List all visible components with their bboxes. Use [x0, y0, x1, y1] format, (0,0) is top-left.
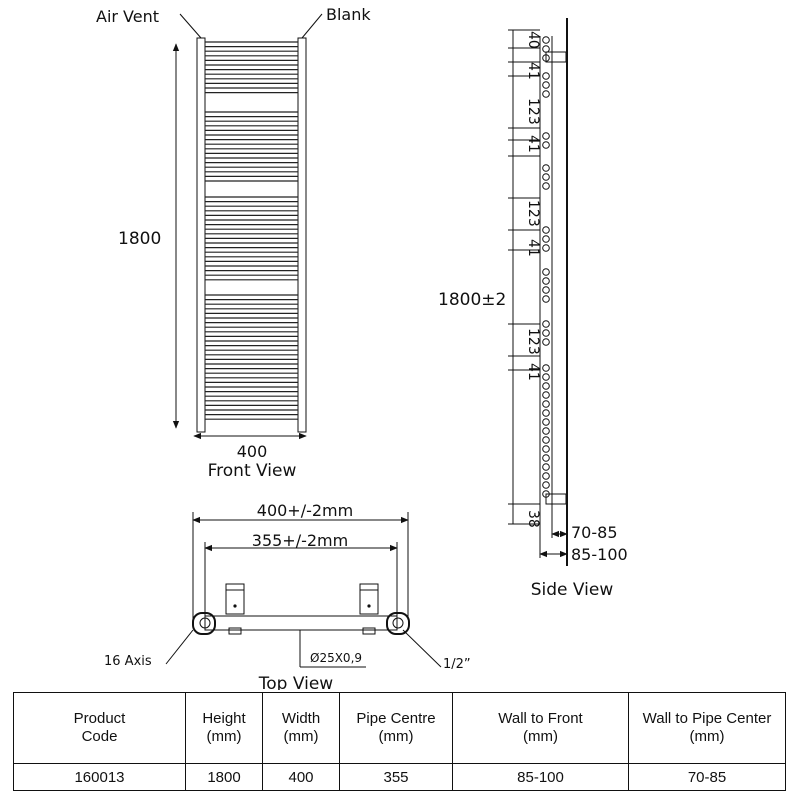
bar-profile-circle	[542, 320, 550, 328]
bar-profile-circle	[542, 277, 550, 285]
axis-leader	[165, 629, 194, 665]
bar-profile-circle	[542, 268, 550, 276]
spacing-label: 41	[525, 62, 541, 80]
bar-profile-circle	[542, 391, 550, 399]
bar-profile-circle	[542, 295, 550, 303]
technical-drawing: Air Vent Blank 1800 400 Front View 40 41…	[96, 5, 628, 690]
bar-profile-circle	[542, 373, 550, 381]
overall-width-label: 400+/-2mm	[257, 501, 353, 520]
bar-profile-circle	[542, 132, 550, 140]
spacing-ticks	[508, 29, 540, 525]
bar-profile-circle	[542, 400, 550, 408]
cell-pipe-centre: 355	[339, 763, 453, 791]
wall-to-front-label: 85-100	[571, 545, 628, 564]
bar-profile-circle	[542, 81, 550, 89]
table-row: 160013 1800 400 355 85-100 70-85	[13, 763, 786, 791]
thread-leader	[402, 629, 442, 668]
spacing-label: 123	[525, 98, 541, 125]
tube-label: Ø25X0,9	[310, 651, 362, 665]
spacing-label: 41	[525, 239, 541, 257]
bar-profile-circle	[542, 445, 550, 453]
bar-profile-circle	[542, 409, 550, 417]
spacing-label: 41	[525, 135, 541, 153]
side-height-label: 1800±2	[438, 290, 506, 310]
top-view: 400+/-2mm 355+/-2mm 16 Axis Ø25X0,9	[104, 501, 471, 690]
bar-profile-circle	[542, 72, 550, 80]
front-view: Air Vent Blank 1800 400 Front View	[96, 5, 371, 481]
axis-label: 16 Axis	[104, 654, 152, 669]
bar-profile-circle	[542, 338, 550, 346]
left-valve	[192, 612, 216, 635]
spacing-label: 38	[525, 510, 541, 528]
header-wall-to-pipe-center: Wall to Pipe Center (mm)	[628, 692, 786, 764]
bar-profile-circle	[542, 226, 550, 234]
bottom-bracket	[545, 493, 567, 505]
top-tube	[204, 615, 398, 631]
blank-leader	[301, 13, 323, 39]
bar-profile-circle	[542, 235, 550, 243]
table-header-row: Product Code Height (mm) Width (mm) Pipe…	[13, 692, 786, 764]
right-valve	[386, 612, 410, 635]
bar-profile-circle	[542, 364, 550, 372]
bar-profile-circle	[542, 90, 550, 98]
side-view-title: Side View	[531, 580, 614, 600]
spacing-label: 123	[525, 200, 541, 227]
thread-label: 1/2”	[443, 657, 471, 672]
bar-profile-circle	[542, 286, 550, 294]
bar-profile-circle	[542, 45, 550, 53]
side-view: 40 41 123 41 123 41 123 41 38 1800±2 70-…	[438, 18, 628, 600]
bar-profile-circle	[542, 454, 550, 462]
header-width: Width (mm)	[262, 692, 340, 764]
cell-height: 1800	[185, 763, 263, 791]
cell-product-code: 160013	[13, 763, 186, 791]
bar-profile-circle	[542, 481, 550, 489]
air-vent-label: Air Vent	[96, 7, 159, 26]
spacing-label: 41	[525, 363, 541, 381]
air-vent-leader	[179, 13, 202, 39]
bar-profile-circle	[542, 472, 550, 480]
right-rail	[297, 37, 307, 433]
header-pipe-centre: Pipe Centre (mm)	[339, 692, 453, 764]
front-height-label: 1800	[118, 229, 161, 249]
bar-profile-circle	[542, 436, 550, 444]
cell-wall-to-front: 85-100	[452, 763, 629, 791]
spec-table: Product Code Height (mm) Width (mm) Pipe…	[13, 692, 786, 791]
blank-label: Blank	[326, 5, 371, 24]
bar-profile-circle	[542, 182, 550, 190]
heated-bars	[205, 41, 298, 420]
spacing-labels: 40 41 123 41 123 41 123 41 38	[525, 31, 541, 528]
bar-profile-circle	[542, 418, 550, 426]
wall-brackets	[545, 51, 567, 505]
bracket-body	[359, 583, 379, 615]
pipe-centre-label: 355+/-2mm	[252, 531, 348, 550]
header-wall-to-front: Wall to Front (mm)	[452, 692, 629, 764]
bar-profiles	[542, 36, 550, 498]
bar-profile-circle	[542, 463, 550, 471]
bracket-body	[225, 583, 245, 615]
bar-profile-circle	[542, 36, 550, 44]
wall-bracket-left	[225, 583, 245, 635]
header-height: Height (mm)	[185, 692, 263, 764]
bar-profile-circle	[542, 244, 550, 252]
bar-profile-circle	[542, 329, 550, 337]
bar-profile-circle	[542, 382, 550, 390]
cell-width: 400	[262, 763, 340, 791]
bar-profile-circle	[542, 164, 550, 172]
spacing-label: 40	[525, 31, 541, 49]
top-view-title: Top View	[258, 674, 334, 690]
spacing-label: 123	[525, 328, 541, 355]
wall-bracket-right	[359, 583, 379, 635]
header-product-code: Product Code	[13, 692, 186, 764]
top-bracket	[545, 51, 567, 63]
bar-profile-circle	[542, 173, 550, 181]
bar-profile-circle	[542, 427, 550, 435]
left-rail	[196, 37, 206, 433]
front-view-title: Front View	[208, 461, 297, 481]
cell-wall-to-pipe-center: 70-85	[628, 763, 786, 791]
front-width-label: 400	[237, 442, 268, 461]
wall-to-pipe-label: 70-85	[571, 523, 618, 542]
bar-profile-circle	[542, 141, 550, 149]
